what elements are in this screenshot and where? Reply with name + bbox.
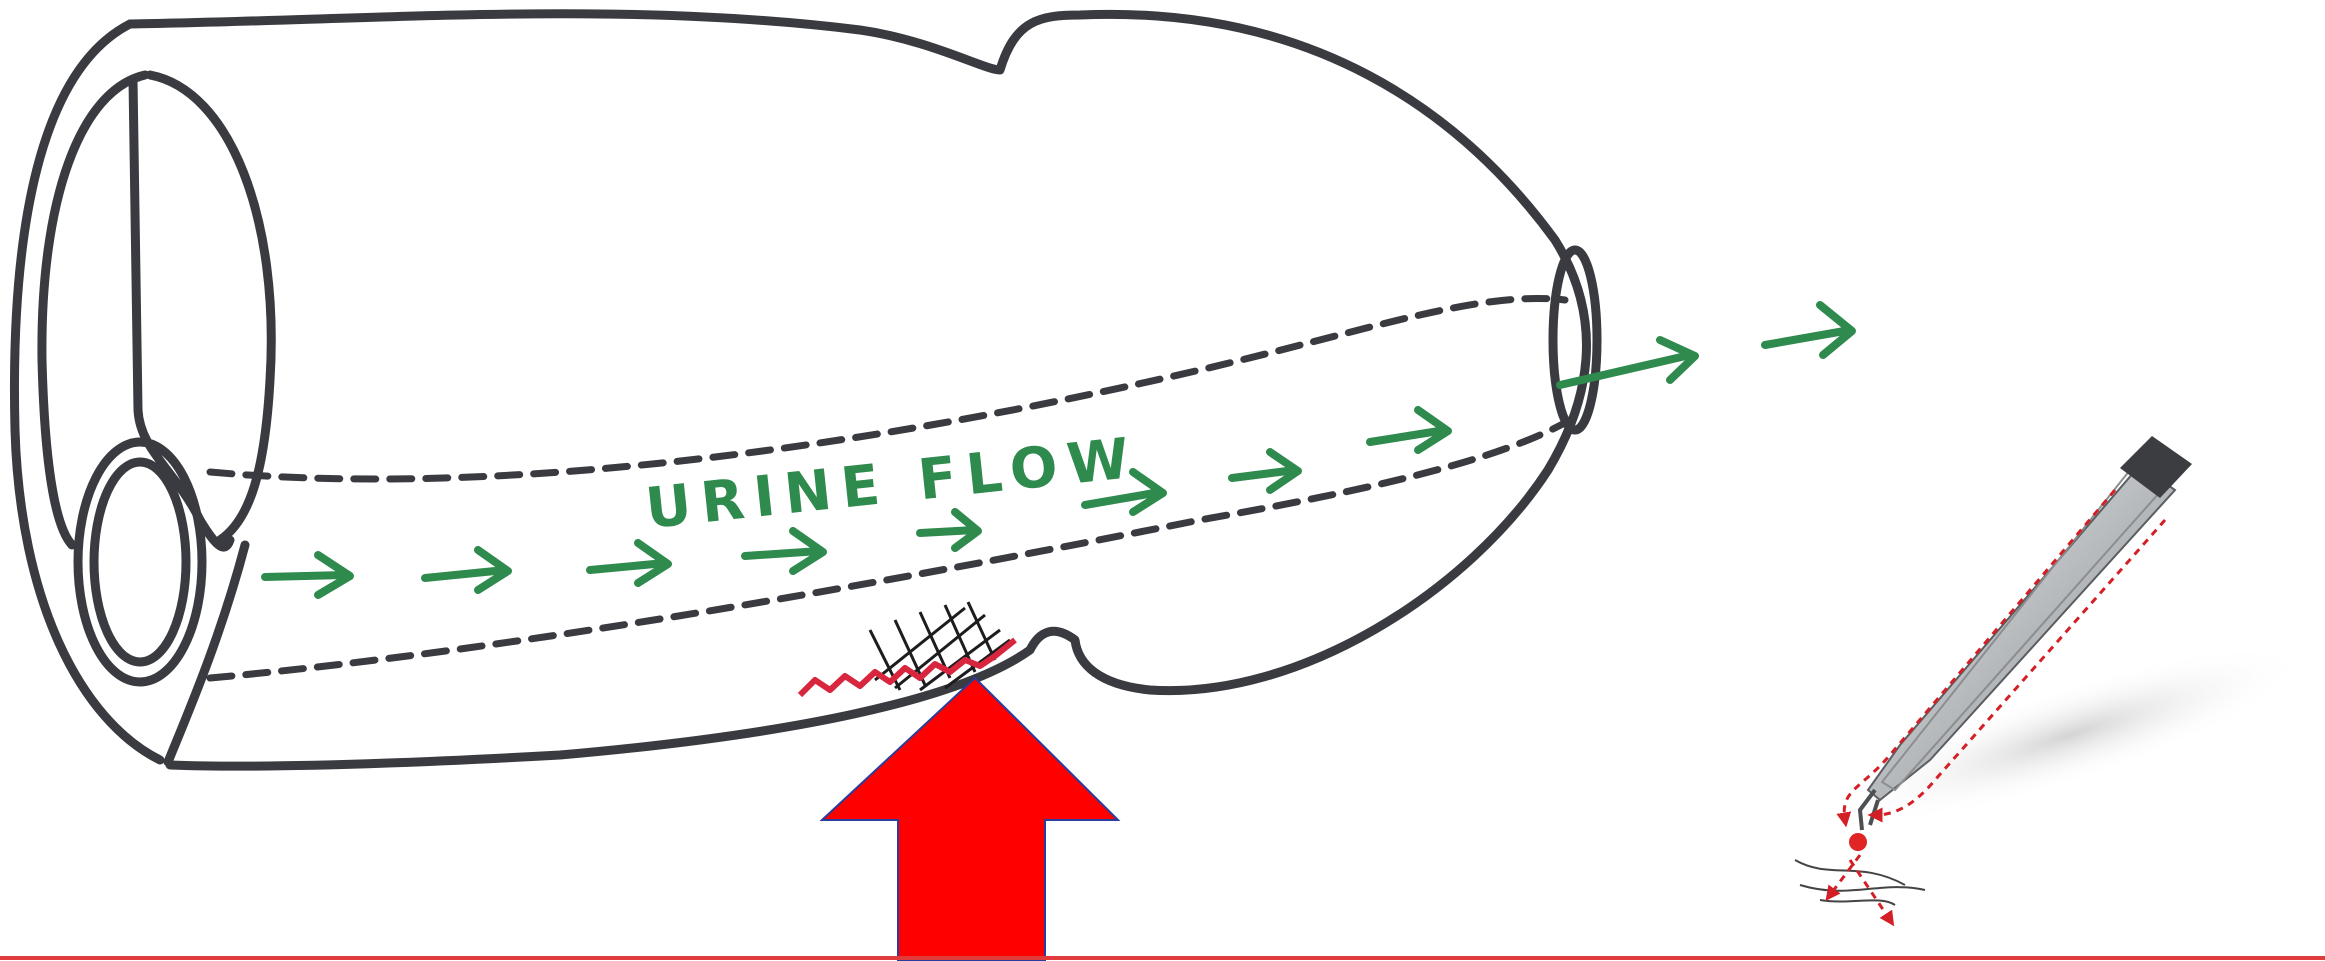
flow-arrow-icon	[1556, 336, 1699, 389]
forceps-body	[1866, 463, 2177, 802]
tube-cut-face-outer	[10, 19, 165, 765]
urethra-tube	[10, 9, 1602, 771]
duct-ring-outer	[73, 437, 207, 687]
force-paths	[1825, 489, 2167, 927]
urine-flow-label: URINE FLOW	[643, 425, 1142, 541]
tube-cut-edge	[163, 540, 250, 767]
flow-arrows	[261, 301, 1856, 599]
tube-outline	[125, 9, 1591, 771]
flow-arrow-icon	[421, 546, 512, 594]
forceps-shadow	[1831, 645, 2309, 825]
flow-arrow-icon	[916, 508, 982, 552]
flow-arrow-icon	[1761, 301, 1856, 359]
tube-cut-face-inner-right	[145, 70, 276, 545]
forceps-icon	[1794, 436, 2309, 927]
flow-arrow-icon	[1081, 468, 1167, 516]
tube-cut-face-inner	[37, 70, 150, 550]
flow-arrow-icon	[586, 539, 672, 587]
duct-ring-inner	[89, 457, 191, 667]
flow-arrow-icon	[1228, 448, 1302, 494]
flow-arrow-icon	[741, 527, 827, 575]
up-arrow-icon	[819, 676, 1121, 961]
inner-channel	[206, 294, 1574, 682]
injury-site	[797, 601, 1017, 698]
channel-bottom-line	[206, 416, 1574, 682]
flow-arrow-icon	[1366, 406, 1452, 454]
bleed-point	[1849, 833, 1867, 851]
flow-arrow-icon	[261, 551, 354, 599]
channel-top-line	[206, 294, 1569, 483]
tissue-strands	[1794, 859, 1926, 906]
forceps-cap	[2120, 436, 2192, 498]
tube-right-opening	[1548, 245, 1602, 435]
injury-zigzag	[797, 637, 1017, 698]
